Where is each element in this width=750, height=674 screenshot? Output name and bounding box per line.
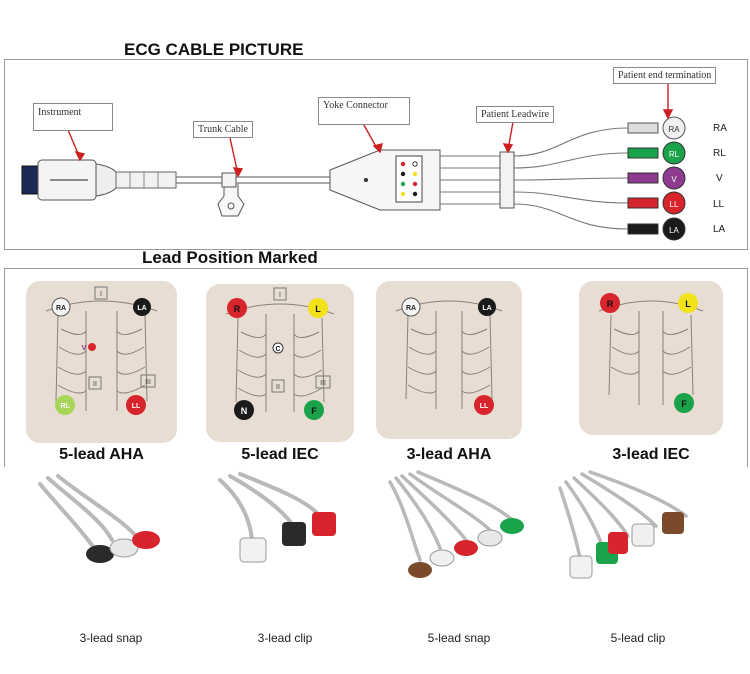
torso-diagram-5-lead-iec: I II III R L C N F bbox=[225, 287, 335, 420]
lead-snap-v: V bbox=[627, 166, 686, 190]
panel-3-lead-aha: RA LA LL bbox=[376, 281, 522, 439]
lead-ii-label: II bbox=[276, 384, 280, 391]
lead-i-label: I bbox=[279, 292, 281, 299]
electrode-r: R bbox=[607, 299, 614, 309]
panel-title-3-lead-aha: 3-lead AHA bbox=[406, 446, 492, 463]
callout-arrows bbox=[67, 84, 674, 178]
electrode-v: V bbox=[82, 345, 87, 352]
product-3-lead-clip bbox=[218, 472, 336, 563]
caption-3-lead-snap: 3-lead snap bbox=[79, 631, 143, 645]
electrode-r: R bbox=[234, 304, 241, 314]
electrode-l: L bbox=[315, 304, 321, 314]
instrument-connector bbox=[21, 159, 177, 201]
lead-label-ll: LL bbox=[713, 199, 725, 210]
panel-3-lead-iec: R L F bbox=[579, 281, 723, 435]
callout-trunk-cable: Trunk Cable bbox=[193, 121, 253, 138]
torso-diagram-3-lead-iec: R L F bbox=[598, 293, 704, 413]
callout-patient-leadwire: Patient Leadwire bbox=[476, 106, 555, 123]
cable-section-title: ECG CABLE PICTURE bbox=[124, 40, 304, 59]
leadwire-splitter bbox=[499, 151, 515, 209]
yoke-connector bbox=[329, 149, 441, 211]
panel-title-5-lead-aha: 5-lead AHA bbox=[59, 446, 144, 463]
product-5-lead-snap bbox=[388, 470, 524, 578]
callout-yoke-connector: Yoke Connector bbox=[318, 97, 410, 125]
svg-text:RL: RL bbox=[669, 150, 680, 159]
lead-frame bbox=[4, 268, 748, 467]
callout-patient-end: Patient end termination bbox=[613, 67, 717, 84]
electrode-ll: LL bbox=[132, 403, 141, 410]
lead-section-title: Lead Position Marked bbox=[142, 248, 318, 267]
lead-label-rl: RL bbox=[713, 148, 726, 159]
lead-snap-la: LA bbox=[627, 217, 686, 241]
product-5-lead-clip bbox=[558, 470, 688, 579]
torso-diagram-3-lead-aha: RA LA LL bbox=[395, 297, 503, 415]
lead-iii-label: III bbox=[320, 380, 326, 387]
electrode-ra: RA bbox=[406, 305, 416, 312]
electrode-n: N bbox=[241, 406, 248, 416]
electrode-ra: RA bbox=[56, 305, 66, 312]
electrode-rl: RL bbox=[60, 403, 70, 410]
electrode-la: LA bbox=[482, 305, 491, 312]
panel-title-3-lead-iec: 3-lead IEC bbox=[612, 446, 690, 463]
electrode-f: F bbox=[311, 406, 317, 416]
lead-i-label: I bbox=[100, 291, 102, 298]
electrode-c: C bbox=[275, 346, 280, 353]
panel-5-lead-aha: I II III RA LA V RL LL bbox=[26, 281, 177, 443]
electrode-ll: LL bbox=[480, 403, 489, 410]
lead-label-v: V bbox=[716, 173, 723, 184]
torso-diagram-5-lead-aha: I II III RA LA V RL LL bbox=[45, 286, 158, 415]
lead-snap-ll: LL bbox=[627, 191, 686, 215]
panel-5-lead-iec: I II III R L C N F bbox=[206, 284, 354, 442]
lead-iii-label: III bbox=[145, 379, 151, 386]
lead-snap-ra: RA bbox=[627, 116, 686, 140]
product-3-lead-snap bbox=[38, 474, 160, 563]
lead-label-ra: RA bbox=[713, 123, 727, 134]
trunk-cable bbox=[176, 172, 330, 217]
electrode-la: LA bbox=[137, 305, 146, 312]
svg-text:LA: LA bbox=[669, 226, 679, 235]
electrode-l: L bbox=[685, 299, 691, 309]
lead-label-la: LA bbox=[713, 224, 726, 235]
leadwire-bundle bbox=[440, 127, 629, 230]
panel-title-5-lead-iec: 5-lead IEC bbox=[241, 446, 319, 463]
caption-3-lead-clip: 3-lead clip bbox=[257, 631, 313, 645]
ecg-cable-drawing: RA RL V LL LA bbox=[21, 84, 686, 241]
electrode-f: F bbox=[681, 399, 687, 409]
lead-ii-label: II bbox=[93, 381, 97, 388]
svg-text:V: V bbox=[671, 175, 677, 184]
caption-5-lead-snap: 5-lead snap bbox=[427, 631, 491, 645]
lead-snap-rl: RL bbox=[627, 141, 686, 165]
cable-frame bbox=[4, 59, 748, 250]
svg-text:RA: RA bbox=[668, 125, 680, 134]
caption-5-lead-clip: 5-lead clip bbox=[610, 631, 666, 645]
svg-text:LL: LL bbox=[670, 200, 679, 209]
product-photos bbox=[38, 470, 688, 579]
callout-instrument: Instrument bbox=[33, 103, 113, 131]
